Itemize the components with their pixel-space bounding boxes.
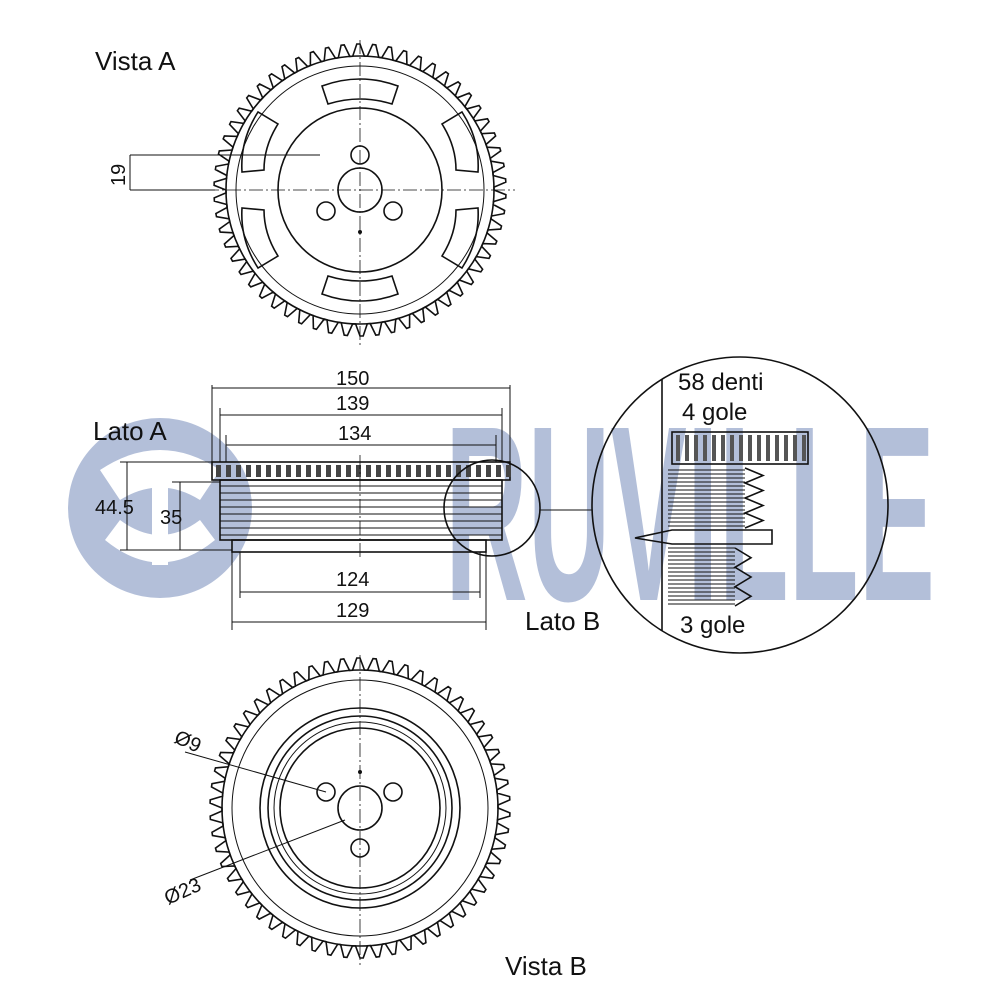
detail-grooves-b: 3 gole <box>680 612 745 639</box>
dim-35: 35 <box>160 507 182 529</box>
detail-tooth <box>685 435 689 461</box>
dim-44-5: 44.5 <box>95 497 134 519</box>
view-a-label: Vista A <box>95 46 176 76</box>
side-tooth <box>266 465 271 477</box>
detail-teeth-count: 58 denti <box>678 369 763 396</box>
dim-hole-center: Ø23 <box>161 874 204 909</box>
detail-tooth <box>766 435 770 461</box>
side-tooth <box>416 465 421 477</box>
side-tooth <box>486 465 491 477</box>
detail-tooth <box>757 435 761 461</box>
side-tooth <box>436 465 441 477</box>
side-tooth <box>216 465 221 477</box>
detail-tooth <box>703 435 707 461</box>
brand-watermark: RUVILLE <box>68 374 935 653</box>
side-tooth <box>316 465 321 477</box>
side-b-label: Lato B <box>525 606 600 636</box>
detail-tooth <box>802 435 806 461</box>
side-view-drawing: Lato A Lato B 150 139 134 44.5 35 <box>93 368 600 636</box>
side-view-tooth-ring <box>211 461 511 481</box>
side-tooth <box>506 465 511 477</box>
side-tooth <box>246 465 251 477</box>
dim-19: 19 <box>108 164 130 186</box>
groove-detail: 58 denti 4 gole 3 gole <box>591 356 889 654</box>
dim-124: 124 <box>336 569 369 591</box>
side-tooth <box>386 465 391 477</box>
side-tooth <box>476 465 481 477</box>
detail-tooth <box>721 435 725 461</box>
detail-tooth <box>739 435 743 461</box>
detail-tooth <box>712 435 716 461</box>
detail-tooth <box>775 435 779 461</box>
side-tooth <box>256 465 261 477</box>
detail-tooth <box>676 435 680 461</box>
side-tooth <box>446 465 451 477</box>
side-tooth <box>286 465 291 477</box>
detail-tooth <box>793 435 797 461</box>
side-tooth <box>466 465 471 477</box>
side-tooth <box>226 465 231 477</box>
detail-grooves-a: 4 gole <box>682 399 747 426</box>
view-a-drawing: Vista A 19 <box>95 40 515 345</box>
dim-hole-small: Ø9 <box>171 726 204 757</box>
detail-tooth <box>694 435 698 461</box>
side-tooth <box>346 465 351 477</box>
view-b-drawing: Ø9 Ø23 Vista B <box>161 655 587 981</box>
side-tooth <box>426 465 431 477</box>
detail-tooth <box>730 435 734 461</box>
side-tooth <box>456 465 461 477</box>
groove-profile <box>742 467 766 529</box>
side-tooth <box>496 465 501 477</box>
side-tooth <box>366 465 371 477</box>
detail-tooth <box>784 435 788 461</box>
side-tooth <box>306 465 311 477</box>
side-tooth <box>236 465 241 477</box>
groove-profile <box>733 547 753 607</box>
dim-134: 134 <box>338 423 371 445</box>
view-a-spoke-slots <box>241 78 479 302</box>
side-tooth <box>406 465 411 477</box>
detail-tooth <box>748 435 752 461</box>
side-tooth <box>336 465 341 477</box>
side-tooth <box>376 465 381 477</box>
dim-139: 139 <box>336 393 369 415</box>
side-tooth <box>326 465 331 477</box>
side-a-label: Lato A <box>93 416 167 446</box>
view-b-label: Vista B <box>505 951 587 981</box>
dim-129: 129 <box>336 600 369 622</box>
dim-150: 150 <box>336 368 369 390</box>
side-tooth <box>396 465 401 477</box>
side-tooth <box>276 465 281 477</box>
side-tooth <box>296 465 301 477</box>
side-tooth <box>356 465 361 477</box>
